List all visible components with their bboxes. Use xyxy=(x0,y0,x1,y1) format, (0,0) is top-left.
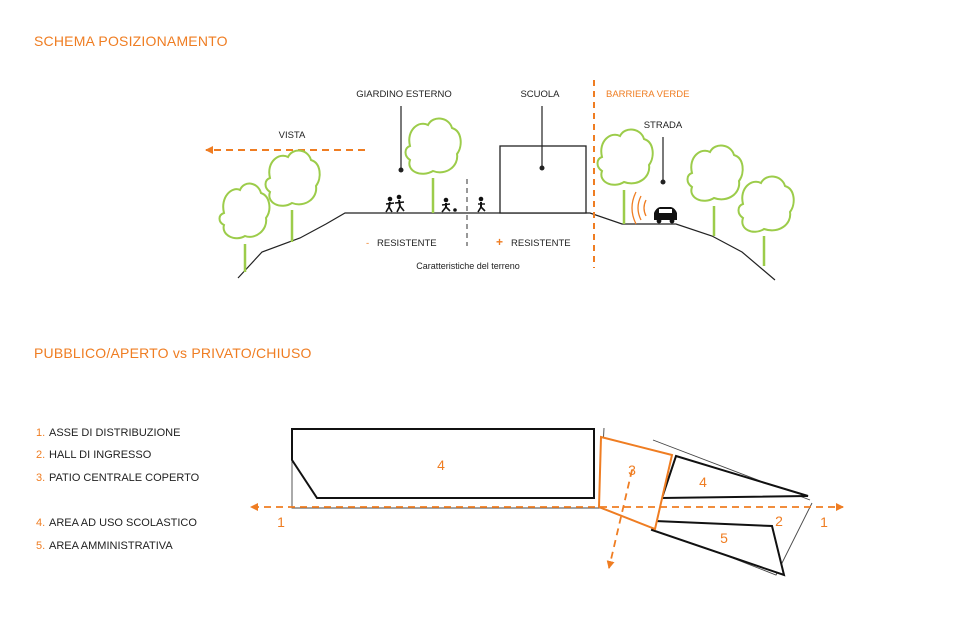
child-ball-icon xyxy=(441,197,457,213)
plan-block-right xyxy=(660,454,809,500)
scuola-label: SCUOLA xyxy=(520,89,560,100)
minus-resistente-label: RESISTENTE xyxy=(377,238,437,249)
vista-label: VISTA xyxy=(279,130,306,141)
tree-icon xyxy=(596,128,654,224)
plan-block-left xyxy=(291,428,595,499)
axis-vertical xyxy=(606,469,633,569)
plan-number-axis-left: 1 xyxy=(277,514,285,530)
legend-num: 3. xyxy=(36,472,45,484)
legend-num: 4. xyxy=(36,517,45,529)
legend-item-4: AREA AD USO SCOLASTICO xyxy=(49,517,197,529)
barriera-label: BARRIERA VERDE xyxy=(606,89,689,100)
terreno-caption: Caratteristiche del terreno xyxy=(416,261,520,271)
children-icon xyxy=(385,194,405,213)
legend: 1. ASSE DI DISTRIBUZIONE 2. HALL DI INGR… xyxy=(36,427,200,552)
plan-number-block-right: 4 xyxy=(699,474,707,490)
legend-num: 5. xyxy=(36,540,45,552)
car-icon xyxy=(654,207,677,224)
plan-number-admin: 5 xyxy=(720,530,728,546)
tree-icon xyxy=(737,175,795,266)
minus-sign: - xyxy=(366,238,369,249)
noise-waves-icon xyxy=(631,191,647,225)
legend-num: 2. xyxy=(36,449,45,461)
strada-label: STRADA xyxy=(644,120,683,131)
legend-item-1: ASSE DI DISTRIBUZIONE xyxy=(49,427,180,439)
giardino-label: GIARDINO ESTERNO xyxy=(356,89,452,100)
plan-number-axis-right: 1 xyxy=(820,514,828,530)
plan-patio xyxy=(597,435,674,531)
tree-icon xyxy=(264,149,321,242)
tree-icon xyxy=(686,144,744,236)
legend-num: 1. xyxy=(36,427,45,439)
section1-title: SCHEMA POSIZIONAMENTO xyxy=(34,33,228,49)
section2-title: PUBBLICO/APERTO vs PRIVATO/CHIUSO xyxy=(34,345,312,361)
legend-item-5: AREA AMMINISTRATIVA xyxy=(49,540,173,552)
terrain-profile xyxy=(237,212,776,281)
plus-resistente-label: RESISTENTE xyxy=(511,238,571,249)
plus-sign: + xyxy=(496,235,503,249)
tree-icon xyxy=(404,117,462,213)
plan-block-admin xyxy=(650,519,786,577)
legend-item-2: HALL DI INGRESSO xyxy=(49,449,152,461)
legend-item-3: PATIO CENTRALE COPERTO xyxy=(49,472,200,484)
plan-number-hall: 2 xyxy=(775,513,783,529)
tree-icon xyxy=(218,182,271,272)
plan-number-patio: 3 xyxy=(628,462,636,478)
child-icon xyxy=(477,196,486,213)
plan-number-block-left: 4 xyxy=(437,457,445,473)
scuola-building xyxy=(499,145,587,214)
